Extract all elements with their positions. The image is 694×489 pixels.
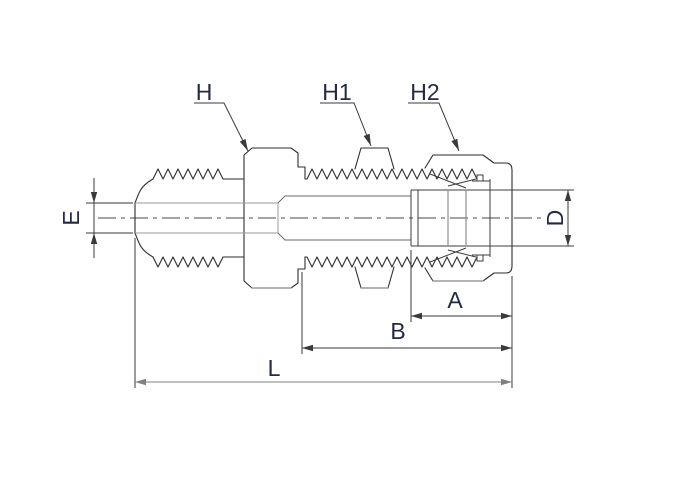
bulkhead-thread-bottom [304, 256, 478, 268]
leader-h2: H2 [408, 79, 460, 152]
label-b: B [390, 318, 405, 344]
dimension-l: L [134, 238, 512, 388]
label-e: E [58, 210, 84, 225]
ferrule-set [410, 173, 574, 263]
dimension-d: D [542, 190, 572, 246]
label-a: A [447, 287, 463, 313]
dimension-e: E [58, 178, 133, 258]
leader-h-arrow [239, 138, 248, 151]
nut-h2-shape [424, 154, 513, 282]
bore-lines [135, 195, 411, 241]
bottom-shading [251, 280, 484, 289]
label-h: H [196, 79, 213, 105]
npt-thread-bottom [152, 256, 306, 289]
leader-h1-arrow [363, 133, 371, 146]
bulkhead-thread-top [304, 168, 478, 180]
label-h1: H1 [322, 79, 351, 105]
label-l: L [268, 355, 281, 381]
leader-h: H [194, 79, 249, 152]
label-d: D [542, 210, 568, 227]
npt-thread-top [152, 147, 306, 180]
label-h2: H2 [410, 79, 439, 105]
leader-h2-arrow [451, 138, 459, 151]
dimension-a: A [410, 250, 513, 388]
leader-h1: H1 [320, 79, 372, 147]
dimension-b: B [301, 272, 512, 354]
fitting-body-outline [134, 147, 478, 289]
